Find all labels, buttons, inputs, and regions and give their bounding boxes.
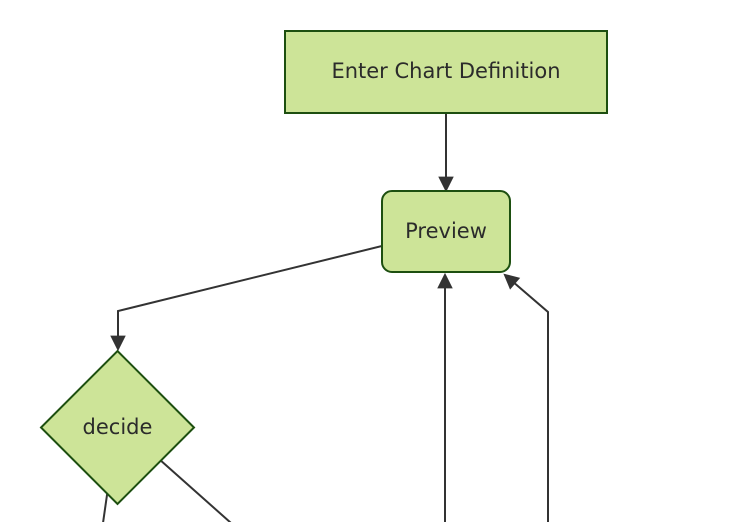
edge-bottom-right-to-preview	[505, 275, 549, 522]
edge-preview-to-decide	[118, 245, 383, 349]
node-preview	[381, 190, 511, 273]
node-decide	[39, 349, 196, 506]
edge-decide-to-offscreen-right	[158, 458, 232, 522]
node-enter-chart-definition	[284, 30, 608, 114]
